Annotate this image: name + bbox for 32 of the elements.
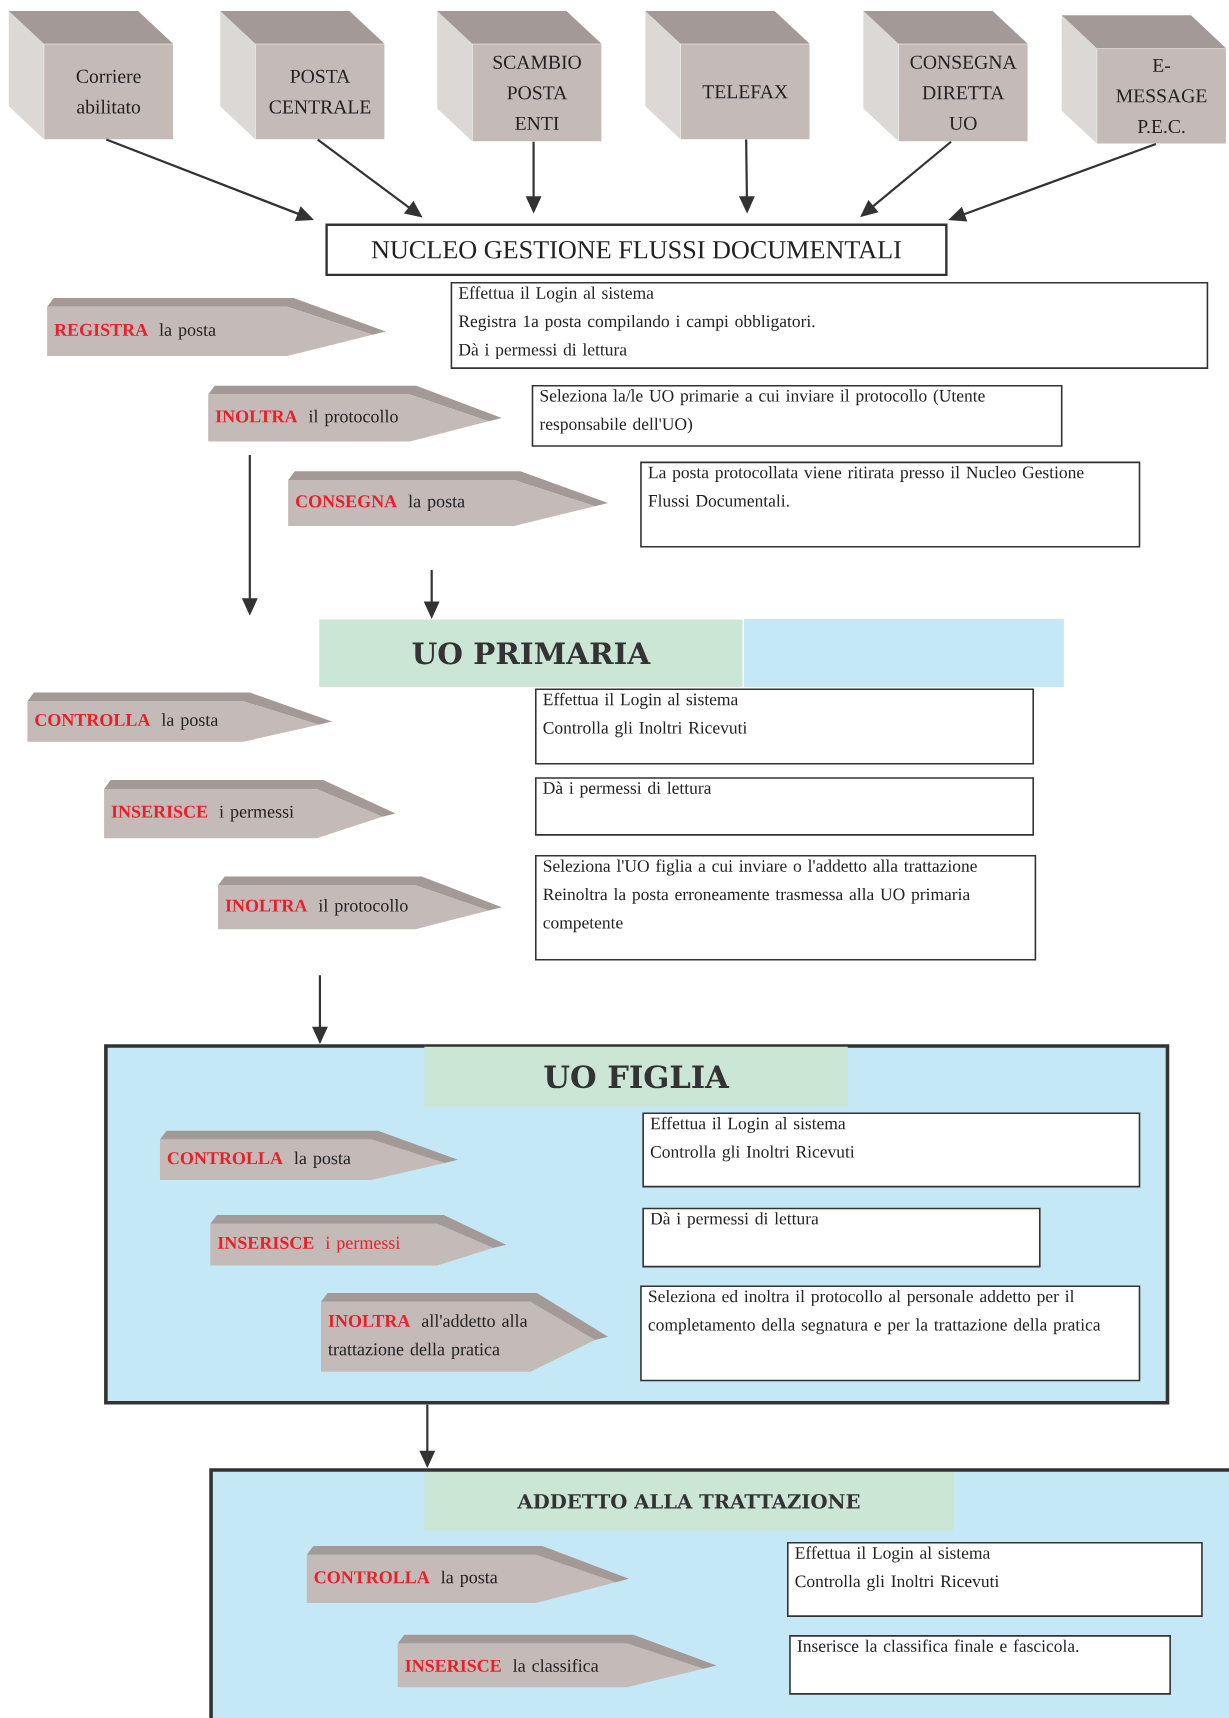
description-box: Dà i permessi di lettura <box>642 1207 1041 1268</box>
action-banner: CONTROLLA la posta <box>159 1130 458 1181</box>
description-box: Effettua il Login al sistema Controlla gli Inoltri Ricevuti <box>642 1112 1141 1188</box>
description-box: Effettua il Login al sistema Controlla gli Inoltri Ricevuti <box>534 688 1034 765</box>
description-box: Effettua il Login al sistema Registra 1a posta compilando i campi obbligatori. Dà i permessi di lettura <box>450 281 1209 369</box>
description-box: Dà i permessi di lettura <box>534 777 1034 836</box>
cube-box: E-MESSAGE P.E.C. <box>1061 15 1226 144</box>
action-banner: INOLTRA all'addetto alla trattazione della pratica <box>320 1292 608 1372</box>
action-banner: CONSEGNA la posta <box>288 471 608 526</box>
action-banner: INSERISCE i permessi <box>103 780 396 839</box>
cube-box: POSTA CENTRALE <box>220 10 385 140</box>
description-box: Seleziona la/le UO primarie a cui inviare il protocollo (Utente responsabile dell'UO) <box>531 384 1063 447</box>
action-banner: INOLTRA il protocollo <box>208 385 502 442</box>
action-banner: INOLTRA il protocollo <box>217 876 502 930</box>
description-box: La posta protocollata viene ritirata presso il Nucleo Gestione Flussi Documentali. <box>640 461 1141 548</box>
cube-box: TELEFAX <box>645 10 810 140</box>
heading-band: UO PRIMARIA <box>319 619 1064 688</box>
action-banner: CONTROLLA la posta <box>306 1546 629 1603</box>
heading-band: UO FIGLIA <box>424 1046 848 1107</box>
cube-box: SCAMBIO POSTA ENTI <box>437 10 602 142</box>
description-box: Inserisce la classifica finale e fascicola. <box>789 1635 1171 1695</box>
description-box: Seleziona ed inoltra il protocollo al personale addetto per il completamento della segnatura e per la trattazione della pratica <box>640 1285 1141 1382</box>
action-banner: CONTROLLA la posta <box>27 692 332 742</box>
process-box: NUCLEO GESTIONE FLUSSI DOCUMENTALI <box>325 223 948 277</box>
heading-band: ADDETTO ALLA TRATTAZIONE <box>424 1471 954 1531</box>
cube-box: Corriere abilitato <box>8 10 173 140</box>
description-box: Seleziona l'UO figlia a cui inviare o l'addetto alla trattazione Reinoltra la posta erroneamente trasmessa alla UO primaria competente <box>534 854 1037 961</box>
description-box: Effettua il Login al sistema Controlla gli Inoltri Ricevuti <box>786 1541 1203 1617</box>
action-banner: INSERISCE la classifica <box>397 1634 717 1688</box>
action-banner: INSERISCE i permessi <box>210 1215 507 1266</box>
cube-box: CONSEGNA DIRETTA UO <box>863 10 1028 142</box>
action-banner: REGISTRA la posta <box>46 298 386 357</box>
